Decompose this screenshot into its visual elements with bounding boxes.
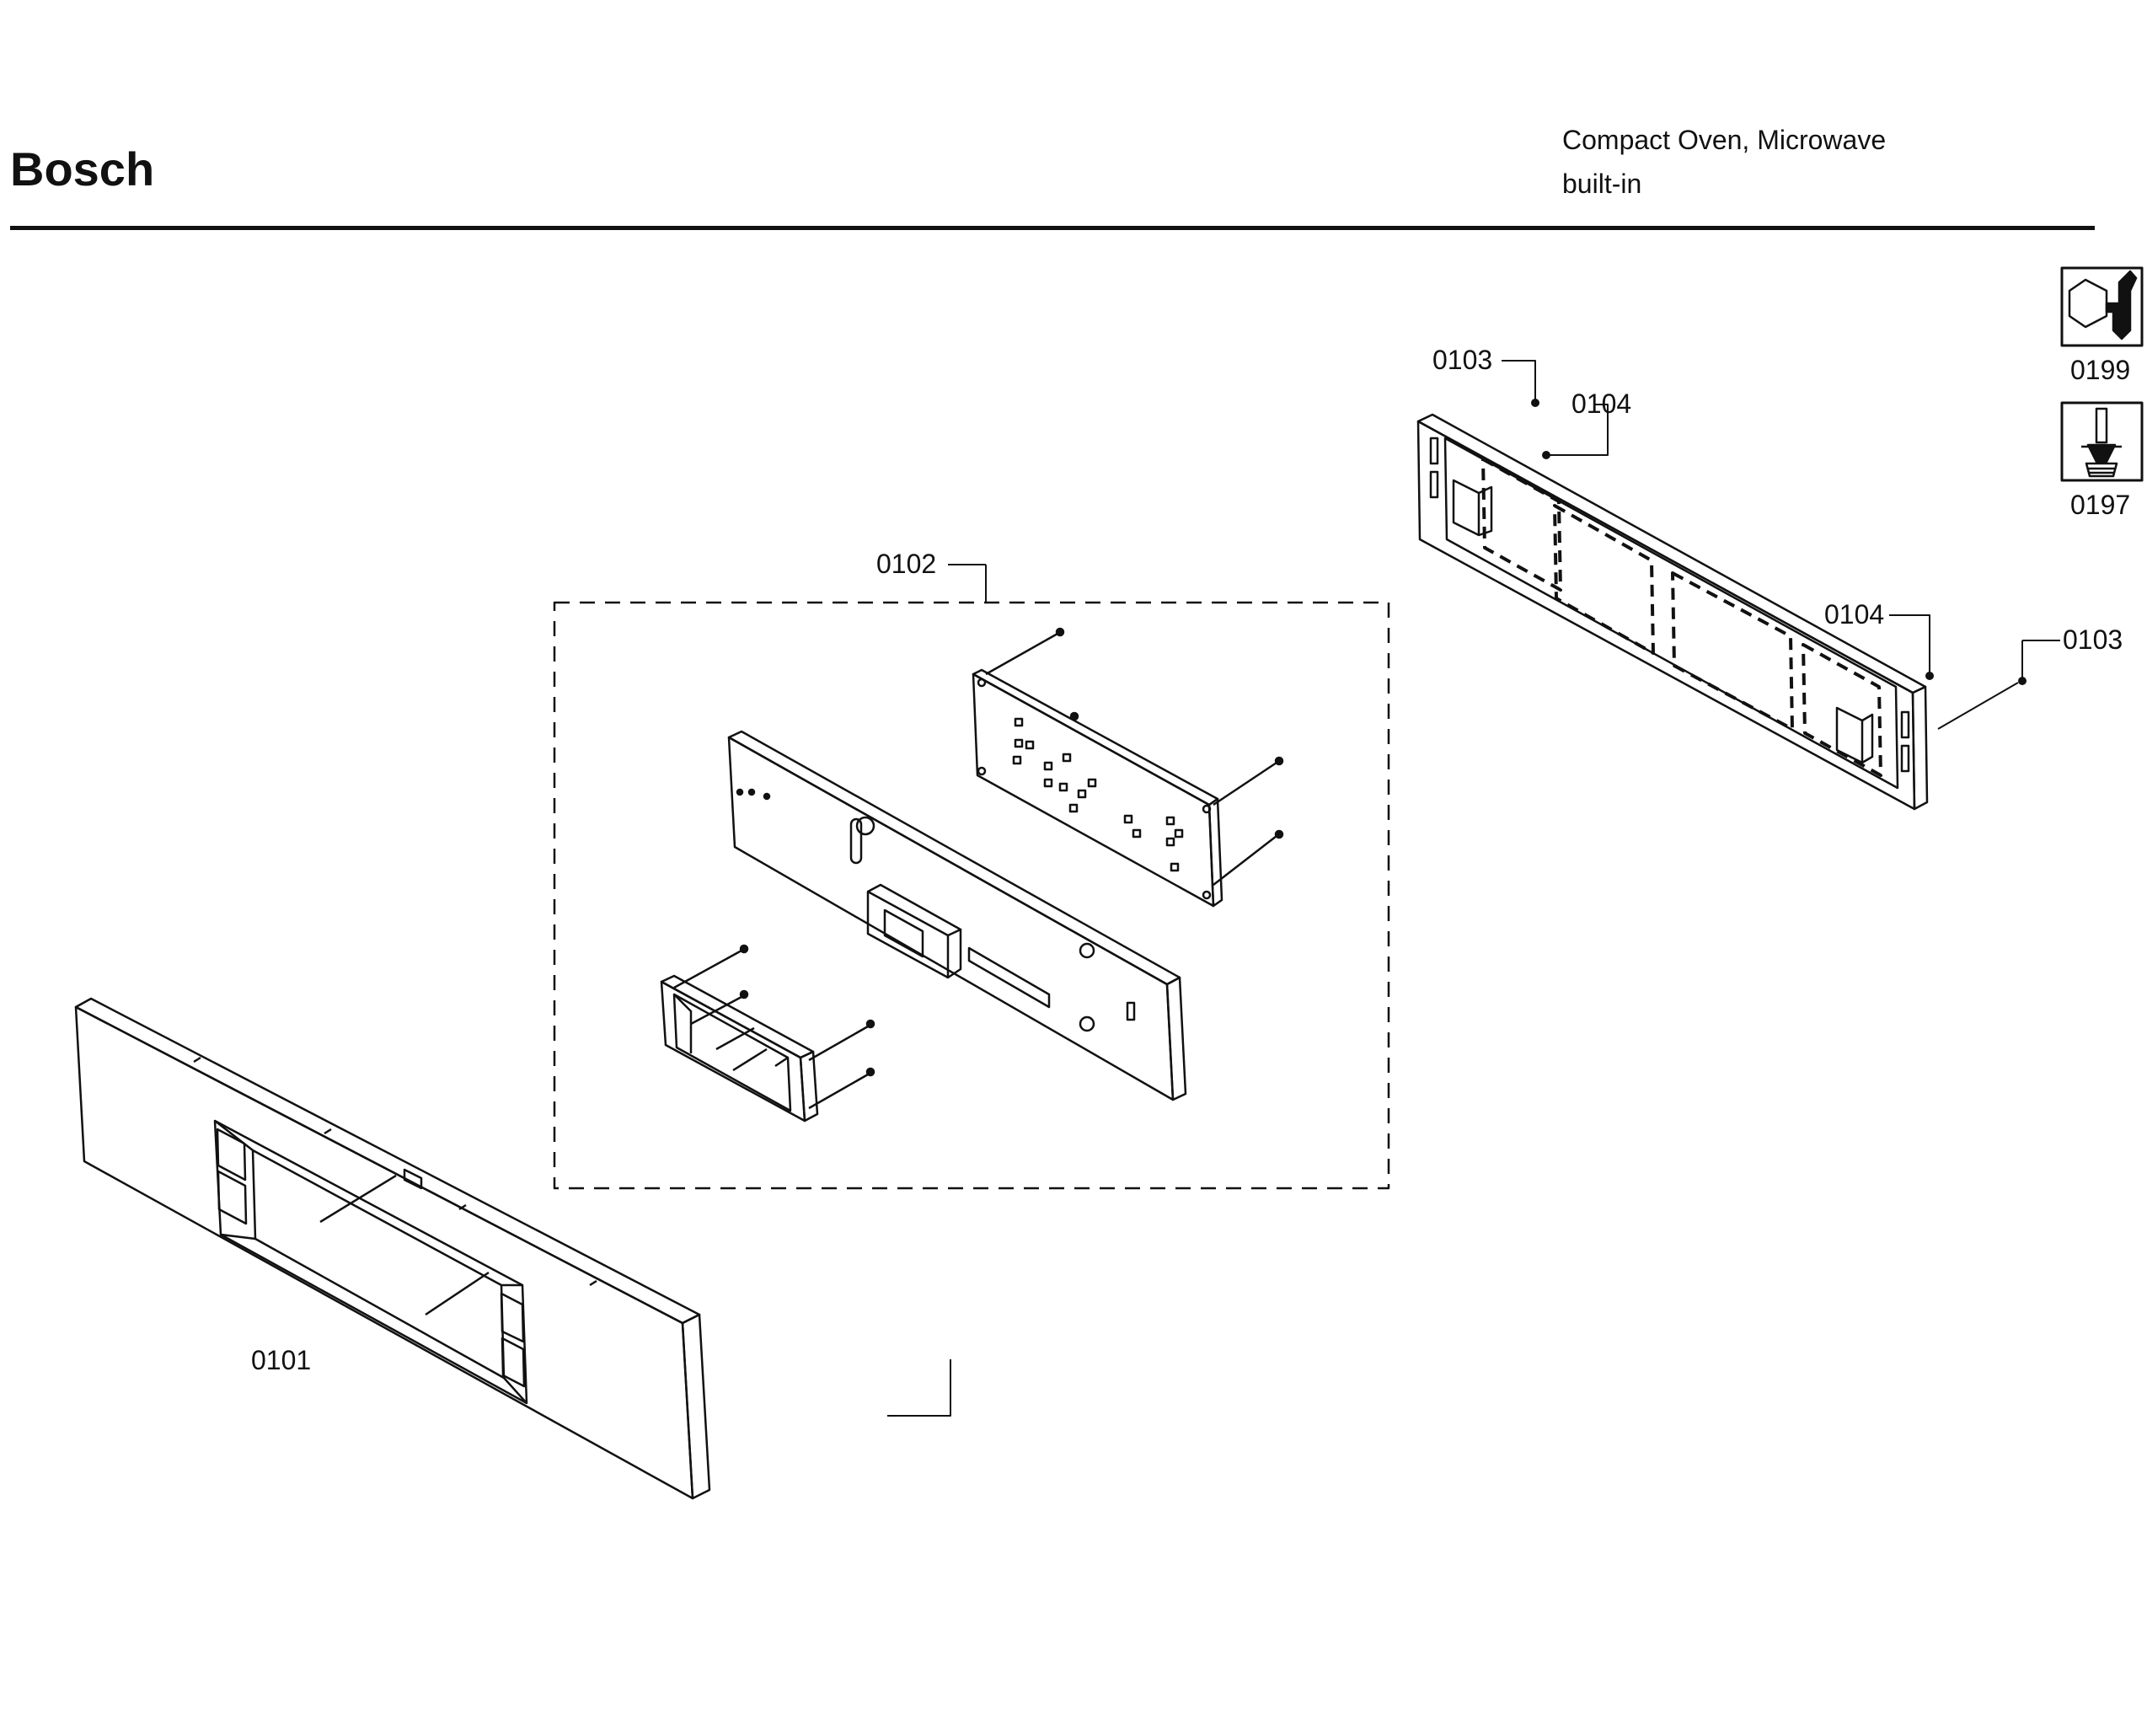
wrench-code-label: 0199	[2070, 355, 2130, 385]
leader-lines	[887, 360, 2060, 1417]
screwdriver-code-label: 0197	[2070, 490, 2130, 520]
label-part-0103-right: 0103	[2063, 624, 2123, 655]
part-0102-screws[interactable]	[673, 627, 1284, 1110]
part-0102-module-frame[interactable]	[727, 730, 1187, 1101]
label-part-0104-right: 0104	[1824, 599, 1884, 630]
header-rule	[10, 226, 2095, 230]
label-part-0103-top: 0103	[1432, 345, 1492, 375]
label-part-0104-top: 0104	[1571, 388, 1631, 419]
wrench-icon	[2060, 266, 2144, 347]
brand-title: Bosch	[10, 142, 155, 196]
part-0101-control-panel[interactable]	[74, 997, 711, 1500]
screwdriver-icon	[2060, 401, 2144, 482]
label-part-0102: 0102	[876, 549, 936, 579]
label-part-0101: 0101	[251, 1345, 311, 1375]
product-subtitle-line2: built-in	[1562, 169, 1642, 199]
part-0102-group-outline	[553, 601, 1390, 1190]
part-0102-circuit-board[interactable]	[972, 668, 1223, 908]
product-subtitle-line1: Compact Oven, Microwave	[1562, 125, 1887, 155]
part-bracket-assembly[interactable]	[1416, 413, 1929, 811]
part-0102-display-bezel[interactable]	[660, 974, 819, 1123]
